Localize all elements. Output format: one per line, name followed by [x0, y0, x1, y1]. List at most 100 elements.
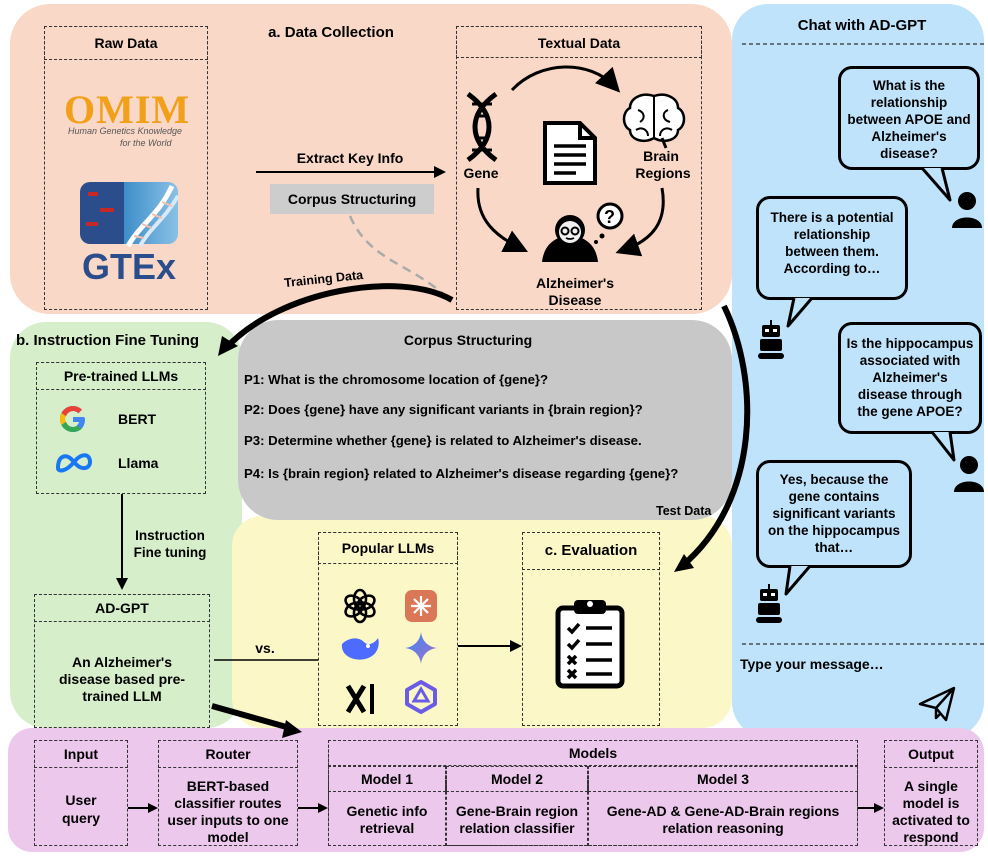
brain-icon	[622, 93, 686, 149]
raw-data-header	[44, 26, 208, 60]
model2-value-1: Gene-Brain region	[455, 803, 579, 819]
pipeline-panel	[8, 728, 984, 852]
raw-data-label: Raw Data	[94, 35, 158, 51]
router-value-3: user inputs to one	[167, 812, 289, 828]
qwen-icon	[405, 680, 437, 714]
adgpt-desc-2: disease based pre-	[58, 671, 186, 687]
bubble-tail-2	[786, 297, 814, 328]
models-label: Models	[568, 745, 618, 761]
textual-data-label: Textual Data	[537, 35, 621, 51]
user-avatar-icon	[954, 456, 984, 492]
input-value-2: query	[61, 810, 101, 826]
pretrained-llms-label: Pre-trained LLMs	[63, 368, 179, 384]
adgpt-label: AD-GPT	[95, 600, 149, 616]
evaluation-title: c. Evaluation	[544, 542, 638, 559]
model3-header	[588, 766, 858, 792]
chat-message-user-1: What is the relationship between APOE an…	[838, 66, 980, 170]
elderly-person-icon: ?	[542, 202, 624, 262]
adgpt-desc-1: An Alzheimer's	[71, 654, 173, 670]
prompt-p1: P1: What is the chromosome location of {…	[244, 372, 549, 387]
router-header	[158, 740, 298, 768]
corpus-structuring-label: Corpus Structuring	[287, 191, 417, 207]
brain-regions-label-2: Regions	[635, 165, 691, 181]
popular-llms-label: Popular LLMs	[341, 540, 435, 556]
data-collection-title: a. Data Collection	[268, 24, 394, 41]
model2-value-2: relation classifier	[459, 820, 575, 836]
prompt-p2: P2: Does {gene} have any significant var…	[244, 402, 643, 417]
test-data-label: Test Data	[656, 504, 712, 518]
robot-icon	[756, 584, 782, 623]
document-icon	[543, 121, 597, 185]
model1-value-2: retrieval	[359, 820, 415, 836]
popular-llms-header	[318, 532, 458, 564]
model3-value-1: Gene-AD & Gene-AD-Brain regions	[606, 803, 840, 819]
model3-label: Model 3	[696, 771, 750, 787]
bubble-tail-1	[920, 167, 952, 202]
output-header	[884, 740, 978, 768]
adgpt-header	[34, 594, 210, 622]
adgpt-desc-3: trained LLM	[82, 688, 162, 704]
bubble-tail-3	[930, 431, 956, 462]
google-icon	[60, 406, 85, 432]
vs-label: vs.	[255, 640, 275, 656]
gtex-logo: GTEx	[80, 182, 180, 292]
fine-tuning-title: b. Instruction Fine Tuning	[16, 332, 200, 349]
robot-icon	[758, 320, 784, 359]
chat-input-divider	[742, 643, 984, 645]
prompt-p3: P3: Determine whether {gene} is related …	[244, 433, 642, 448]
evaluation-header	[522, 532, 660, 570]
gemini-icon	[405, 632, 437, 664]
pretrained-llms-header	[36, 362, 206, 390]
deepseek-icon	[341, 638, 379, 660]
extract-key-info-label: Extract Key Info	[296, 150, 404, 166]
llama-label: Llama	[118, 455, 159, 471]
instruction-label-2: Fine tuning	[133, 545, 207, 560]
brain-regions-label-1: Brain	[643, 148, 679, 164]
router-value-2: classifier routes	[174, 795, 282, 811]
corpus-panel	[238, 320, 732, 520]
alzheimers-disease-label-2: Disease	[548, 292, 602, 308]
model1-label: Model 1	[360, 771, 414, 787]
dna-icon	[86, 184, 180, 248]
model3-value-2: relation reasoning	[662, 820, 784, 836]
prompt-p4: P4: Is {brain region} related to Alzheim…	[244, 466, 679, 481]
svg-text:?: ?	[604, 207, 615, 227]
dna-helix-icon	[466, 91, 498, 163]
grok-icon	[345, 684, 374, 714]
input-value-1: User	[65, 792, 97, 808]
bert-label: BERT	[118, 411, 157, 427]
corpus-title: Corpus Structuring	[403, 332, 533, 348]
corpus-structuring-button[interactable]	[270, 184, 434, 214]
chat-input[interactable]: Type your message…	[740, 650, 976, 680]
omim-logo: OMIM Human Genetics Knowledge for the Wo…	[64, 87, 191, 148]
model2-header	[446, 766, 588, 792]
output-value-2: model is	[902, 795, 960, 811]
output-value-4: respond	[903, 829, 959, 845]
output-value-3: activated to	[892, 812, 970, 828]
user-avatar-icon	[952, 192, 982, 228]
claude-icon	[405, 590, 437, 622]
models-header	[328, 740, 858, 766]
input-label: Input	[63, 746, 99, 762]
chat-input-placeholder: Type your message…	[740, 656, 884, 672]
chat-message-bot-1: There is a potential relationship betwee…	[756, 196, 908, 300]
paper-plane-icon[interactable]	[918, 686, 958, 722]
bubble-tail-4	[784, 565, 812, 596]
evaluation-panel	[232, 516, 732, 728]
model2-label: Model 2	[490, 771, 544, 787]
fine-tuning-arrow	[116, 494, 128, 590]
router-label: Router	[205, 746, 251, 762]
meta-icon	[55, 453, 93, 473]
chat-title: Chat with AD-GPT	[797, 17, 927, 34]
output-value-1: A single	[904, 778, 958, 794]
input-header	[34, 740, 128, 768]
alzheimers-disease-label-1: Alzheimer's	[535, 275, 615, 291]
router-value-4: model	[207, 829, 249, 845]
chat-message-bot-2: Yes, because the gene contains significa…	[756, 460, 912, 568]
clipboard-checklist-icon	[555, 600, 625, 689]
router-value-1: BERT-based	[186, 778, 270, 794]
gene-label: Gene	[463, 165, 499, 181]
model1-header	[328, 766, 446, 792]
model1-value-1: Genetic info	[346, 803, 428, 819]
chat-header-divider	[742, 43, 984, 45]
